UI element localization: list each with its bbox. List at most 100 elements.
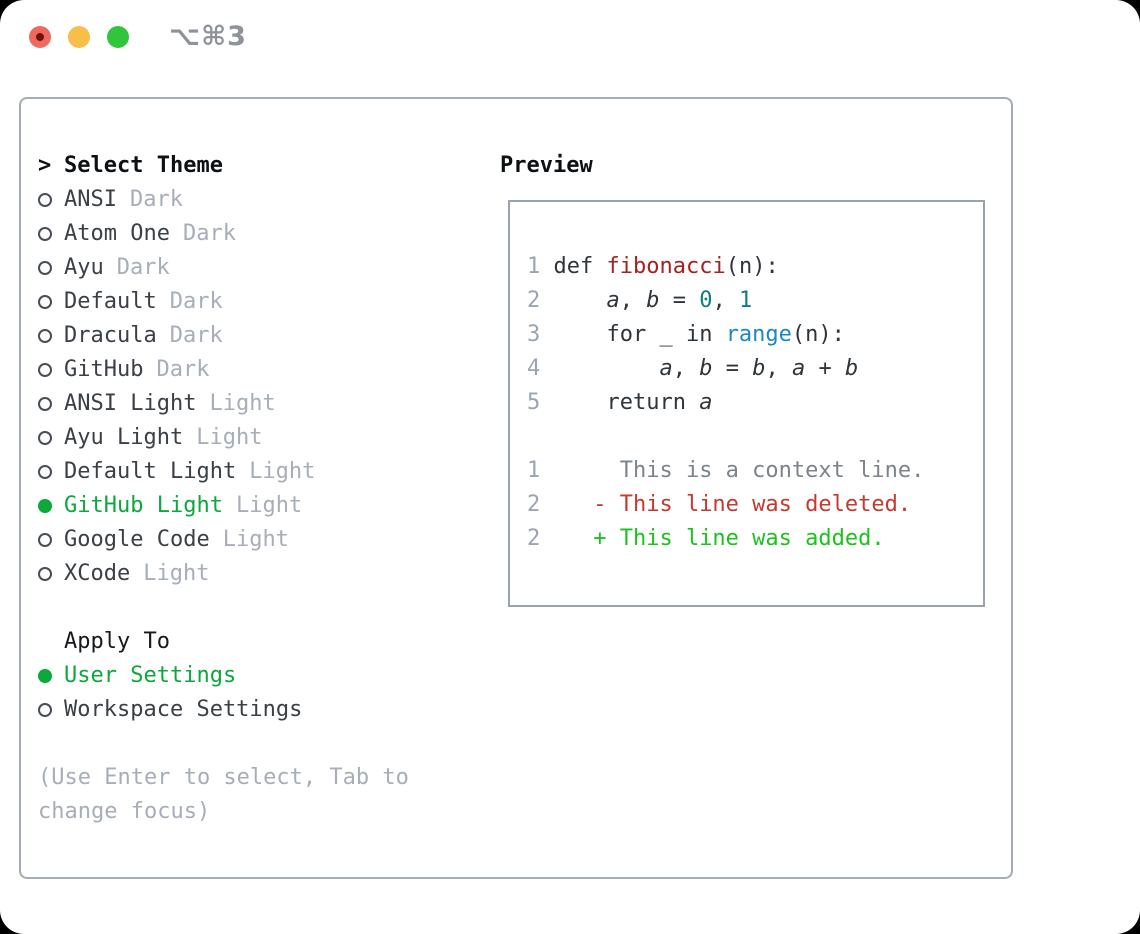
apply-to-label: Apply To xyxy=(64,629,170,654)
theme-option-github-light-light[interactable]: GitHub Light Light xyxy=(38,489,409,523)
spacer xyxy=(38,591,409,625)
preview-line: 4 a, b = b, a + b xyxy=(527,352,983,386)
option-name: GitHub Light xyxy=(64,493,223,518)
theme-option-xcode-light[interactable]: XCode Light xyxy=(38,557,409,591)
close-button[interactable] xyxy=(29,26,51,48)
apply-option-user-settings[interactable]: User Settings xyxy=(38,659,409,693)
code-segment-code: for _ in xyxy=(540,322,726,347)
option-variant: Dark xyxy=(156,357,210,382)
code-segment-lineno: 4 xyxy=(527,356,541,381)
option-name: Workspace Settings xyxy=(64,697,303,722)
maximize-button[interactable] xyxy=(107,26,129,48)
code-segment-var: b xyxy=(646,288,660,313)
code-segment-code: = xyxy=(659,288,700,313)
radio-icon xyxy=(38,353,64,387)
code-segment-number: 1 xyxy=(738,288,753,313)
window-title: ⌥⌘3 xyxy=(169,21,247,52)
option-label: Default Light Light xyxy=(64,455,315,489)
code-segment-code: , xyxy=(712,288,739,313)
apply-option-workspace-settings[interactable]: Workspace Settings xyxy=(38,693,409,727)
code-segment-code: (n): xyxy=(725,254,779,279)
preview-title: Preview xyxy=(500,153,593,178)
radio-icon xyxy=(38,387,64,421)
option-name: GitHub xyxy=(64,357,144,382)
hint-line-1: (Use Enter to select, Tab to xyxy=(38,765,409,790)
preview-line: 2 + This line was added. xyxy=(527,522,983,556)
preview-line: 2 - This line was deleted. xyxy=(527,488,983,522)
code-segment-lineno: 1 xyxy=(527,458,541,483)
hint-line-2: change focus) xyxy=(38,799,211,824)
code-segment-code: = xyxy=(712,356,753,381)
code-segment-var: b xyxy=(844,356,859,381)
option-variant: Light xyxy=(209,391,276,416)
theme-option-ansi-light-light[interactable]: ANSI Light Light xyxy=(38,387,409,421)
radio-selected-icon xyxy=(38,659,64,693)
radio-selected-icon xyxy=(38,489,64,523)
option-name: Ayu Light xyxy=(64,425,184,450)
apply-to-header: Apply To xyxy=(38,625,409,659)
theme-option-github-dark[interactable]: GitHub Dark xyxy=(38,353,409,387)
option-label: GitHub Light Light xyxy=(64,489,302,523)
option-name: Atom One xyxy=(64,221,170,246)
radio-icon xyxy=(38,693,64,727)
preview-line: 1 This is a context line. xyxy=(527,454,983,488)
preview-column: Preview 1 def fibonacci(n):2 a, b = 0, 1… xyxy=(500,149,985,607)
option-name: XCode xyxy=(64,561,131,586)
radio-icon xyxy=(38,217,64,251)
option-label: ANSI Light Light xyxy=(64,387,276,421)
option-variant: Light xyxy=(235,493,303,518)
option-variant: Light xyxy=(196,425,263,450)
code-segment-code: def xyxy=(540,254,607,279)
option-variant: Light xyxy=(249,459,316,484)
option-label: Google Code Light xyxy=(64,523,289,557)
radio-icon xyxy=(38,251,64,285)
code-segment-code: return xyxy=(540,390,700,415)
theme-option-atom-one-dark[interactable]: Atom One Dark xyxy=(38,217,409,251)
option-name: ANSI Light xyxy=(64,391,197,416)
option-name: Ayu xyxy=(64,255,104,280)
option-name: Default Light xyxy=(64,459,237,484)
option-variant: Dark xyxy=(182,221,236,246)
code-segment-var: a xyxy=(791,356,806,381)
option-label: GitHub Dark xyxy=(64,353,209,387)
code-segment-var: a xyxy=(659,356,673,381)
preview-line: 2 a, b = 0, 1 xyxy=(527,284,983,318)
spacer xyxy=(38,727,409,761)
code-segment-added: + This line was added. xyxy=(540,526,885,551)
code-segment-code xyxy=(540,356,659,381)
theme-option-default-light-light[interactable]: Default Light Light xyxy=(38,455,409,489)
option-variant: Light xyxy=(143,561,210,586)
code-segment-lineno: 5 xyxy=(527,390,541,415)
theme-option-ayu-light-light[interactable]: Ayu Light Light xyxy=(38,421,409,455)
option-variant: Light xyxy=(222,527,289,552)
radio-icon xyxy=(38,421,64,455)
code-segment-lineno: 2 xyxy=(527,526,541,551)
theme-option-google-code-light[interactable]: Google Code Light xyxy=(38,523,409,557)
preview-blank-line xyxy=(527,420,983,454)
minimize-button[interactable] xyxy=(68,26,90,48)
code-segment-code: , xyxy=(672,356,700,381)
code-segment-number: 0 xyxy=(699,288,713,313)
code-segment-var: b xyxy=(699,356,713,381)
option-name: Google Code xyxy=(64,527,210,552)
option-label: User Settings xyxy=(64,659,236,693)
code-segment-code: + xyxy=(805,356,845,381)
code-segment-code: (n): xyxy=(791,322,845,347)
code-segment-deleted: - This line was deleted. xyxy=(540,492,912,517)
recording-dot-icon xyxy=(36,33,44,41)
empty-icon-cell xyxy=(38,625,64,659)
